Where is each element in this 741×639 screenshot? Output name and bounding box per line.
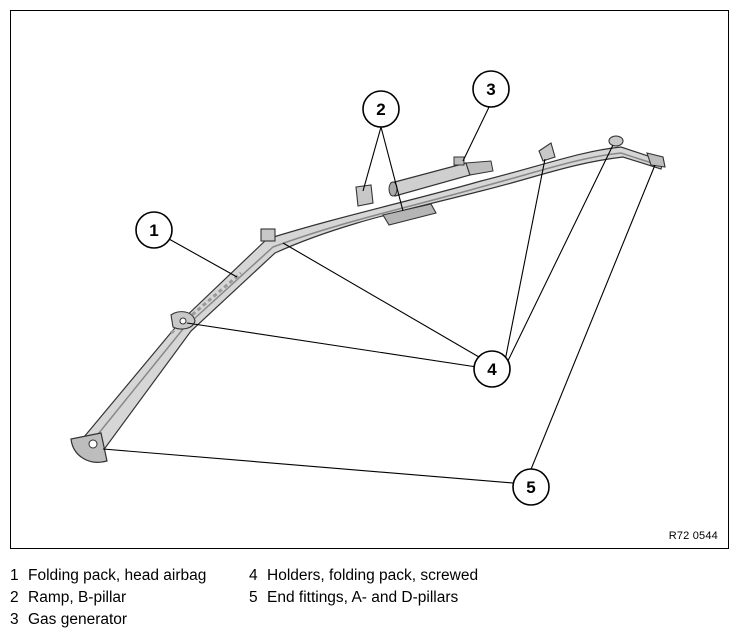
airbag-diagram: 1 2 3 4 5 xyxy=(70,70,666,506)
holder-right-2 xyxy=(608,135,624,147)
legend: 1 Folding pack, head airbag 2 Ramp, B-pill… xyxy=(10,565,730,635)
callout-3-label: 3 xyxy=(486,80,495,99)
legend-item-2: 2 Ramp, B-pillar xyxy=(10,587,126,609)
legend-text: Folding pack, head airbag xyxy=(28,567,207,584)
legend-number: 1 xyxy=(10,567,19,584)
holder-upper-left xyxy=(260,228,276,242)
end-fitting-d-pillar xyxy=(646,152,666,168)
diagram-frame: 1 2 3 4 5 R72 0544 xyxy=(10,10,729,549)
holder-right-1 xyxy=(538,142,556,162)
callout-5-label: 5 xyxy=(526,478,535,497)
legend-text: End fittings, A- and D-pillars xyxy=(267,589,459,606)
callout-5: 5 xyxy=(512,468,550,506)
legend-item-5: 5 End fittings, A- and D-pillars xyxy=(249,587,458,609)
ramp-b-pillar xyxy=(355,184,437,226)
legend-number: 4 xyxy=(249,567,258,584)
callout-3: 3 xyxy=(472,70,510,108)
legend-number: 5 xyxy=(249,589,258,606)
callout-1-label: 1 xyxy=(149,221,158,240)
callout-4: 4 xyxy=(473,350,511,388)
legend-number: 2 xyxy=(10,589,19,606)
legend-number: 3 xyxy=(10,611,19,628)
legend-text: Gas generator xyxy=(28,611,128,628)
callout-4-label: 4 xyxy=(487,360,497,379)
callout-1: 1 xyxy=(135,211,173,249)
holder-lower xyxy=(170,311,196,330)
leader-lines xyxy=(102,102,656,485)
end-fitting-a-pillar xyxy=(70,432,108,463)
legend-text: Holders, folding pack, screwed xyxy=(267,567,479,584)
reference-code: R72 0544 xyxy=(668,530,718,542)
callout-2: 2 xyxy=(362,90,400,128)
callout-2-label: 2 xyxy=(376,100,385,119)
legend-item-3: 3 Gas generator xyxy=(10,609,127,631)
legend-text: Ramp, B-pillar xyxy=(28,589,127,606)
legend-item-1: 1 Folding pack, head airbag xyxy=(10,565,206,587)
legend-item-4: 4 Holders, folding pack, screwed xyxy=(249,565,478,587)
